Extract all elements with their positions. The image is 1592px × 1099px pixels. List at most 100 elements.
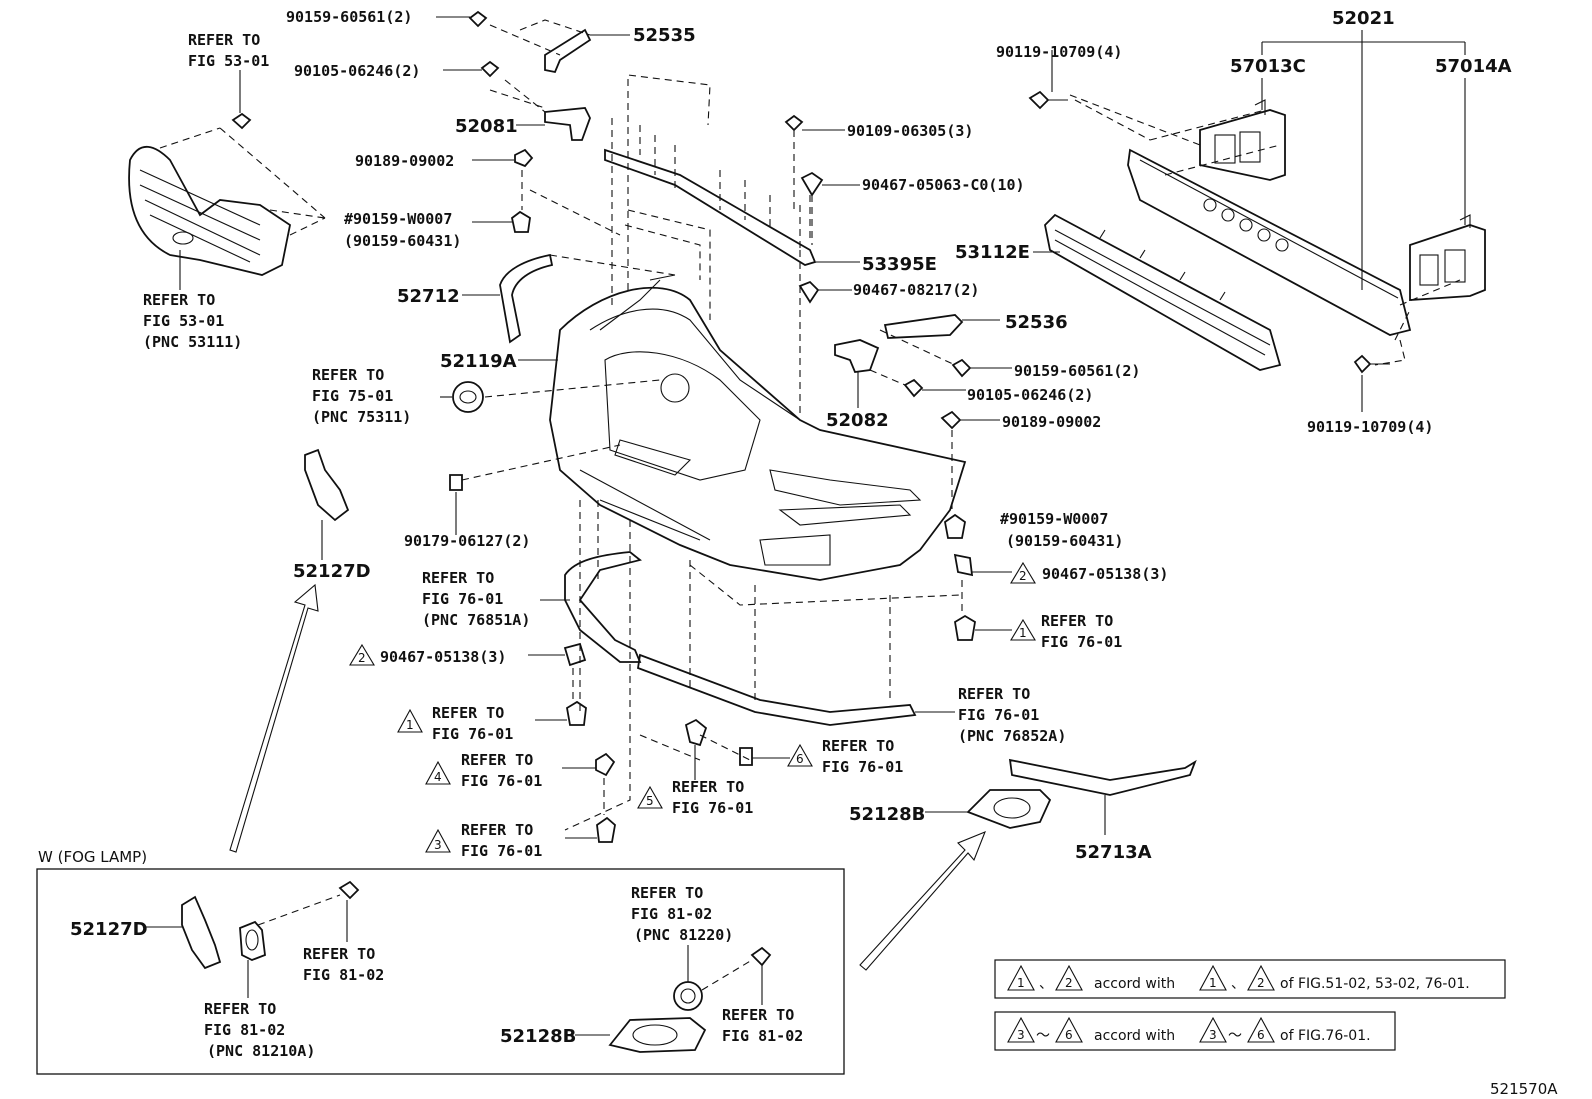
note2-sep2: 〜 — [1228, 1028, 1242, 1044]
bolt-icon — [784, 114, 804, 132]
ref-line: FIG 53-01 — [188, 52, 269, 70]
label-90105-06246-right: 90105-06246(2) — [967, 386, 1093, 404]
ref-tri3: REFER TO FIG 76-01 — [461, 821, 542, 860]
absorber-53112e — [1044, 213, 1282, 371]
nut-icon — [940, 410, 962, 430]
ref-line: REFER TO — [188, 31, 260, 49]
triangle-icon: 1 — [1199, 964, 1227, 991]
ref-grille-bottom: REFER TO FIG 53-01 (PNC 53111) — [143, 291, 242, 351]
label-90189-09002-right: 90189-09002 — [1002, 413, 1101, 431]
label-90105-06246-top: 90105-06246(2) — [294, 62, 420, 80]
clip-icon — [739, 747, 753, 766]
ref-spoiler-right: REFER TO FIG 76-01 (PNC 76852A) — [958, 685, 1066, 745]
ref-line: FIG 76-01 — [461, 842, 542, 860]
ref-line: (PNC 76852A) — [958, 727, 1066, 745]
fog-box-title: W (FOG LAMP) — [38, 848, 147, 866]
ref-tri4: REFER TO FIG 76-01 — [461, 751, 542, 790]
bolt-icon — [903, 378, 924, 398]
ref-line: REFER TO — [631, 884, 703, 902]
ref-line: REFER TO — [204, 1000, 276, 1018]
label-52535: 52535 — [633, 25, 696, 46]
ref-line: REFER TO — [822, 737, 894, 755]
triangle-icon: 1 — [1010, 618, 1036, 641]
ref-line: FIG 81-02 — [631, 905, 712, 923]
ref-line: REFER TO — [432, 704, 504, 722]
triangle-icon: 1 — [1007, 964, 1035, 991]
label-90119-10709-bottom: 90119-10709(4) — [1307, 418, 1433, 436]
clip-icon — [953, 553, 974, 577]
ref-tri6: REFER TO FIG 76-01 — [822, 737, 903, 776]
ref-line: REFER TO — [312, 366, 384, 384]
nut-icon — [514, 148, 534, 168]
note1-sep: 、 — [1039, 976, 1053, 992]
screw-icon — [338, 880, 360, 900]
ref-line: FIG 81-02 — [303, 966, 384, 984]
fog-cover-52127d-fog — [181, 895, 222, 970]
label-90179-06127: 90179-06127(2) — [404, 532, 530, 550]
clip-icon — [449, 474, 463, 491]
label-90159-60431-left: (90159-60431) — [344, 232, 461, 250]
bolt-icon — [566, 700, 587, 726]
label-90119-10709-top: 90119-10709(4) — [996, 43, 1122, 61]
note-tri-3a: 3 — [1017, 1028, 1025, 1042]
label-90159-60561-right: 90159-60561(2) — [1014, 362, 1140, 380]
label-90159-w0007-right: #90159-W0007 — [1000, 510, 1108, 528]
ref-line: REFER TO — [461, 751, 533, 769]
bolt-icon — [480, 60, 500, 78]
ref-line: (PNC 53111) — [143, 333, 242, 351]
bolt-icon — [596, 816, 616, 843]
note-tri-2b: 2 — [1257, 976, 1265, 990]
arrow-icon — [229, 583, 319, 853]
ref-fog-lamp-left: REFER TO FIG 81-02 (PNC 81210A) — [204, 1000, 315, 1060]
triangle-icon: 4 — [425, 760, 451, 785]
ref-line: FIG 76-01 — [432, 725, 513, 743]
screw-icon — [750, 946, 772, 967]
note2-text: accord with — [1094, 1028, 1175, 1044]
ref-line: FIG 76-01 — [822, 758, 903, 776]
ref-line: REFER TO — [143, 291, 215, 309]
tri-4: 4 — [434, 770, 442, 784]
triangle-icon: 6 — [1055, 1016, 1083, 1043]
label-52127d-fog: 52127D — [70, 919, 148, 940]
label-90109-06305: 90109-06305(3) — [847, 122, 973, 140]
note-tri-1b: 1 — [1209, 976, 1217, 990]
label-52127d: 52127D — [293, 561, 371, 582]
label-52021: 52021 — [1332, 8, 1395, 29]
ref-line: (PNC 75311) — [312, 408, 411, 426]
ref-line: FIG 76-01 — [672, 799, 753, 817]
ref-line: FIG 76-01 — [461, 772, 542, 790]
label-53395e: 53395E — [862, 254, 937, 275]
bolt-icon — [468, 10, 488, 28]
nut-icon — [595, 752, 616, 777]
label-90189-09002-left: 90189-09002 — [355, 152, 454, 170]
garnish-52712 — [499, 253, 554, 344]
triangle-icon: 6 — [1247, 1016, 1275, 1043]
footer-code: 521570A — [1490, 1080, 1558, 1098]
note-tri-1a: 1 — [1017, 976, 1025, 990]
grille-icon — [128, 145, 292, 276]
label-53112e: 53112E — [955, 242, 1030, 263]
note-box-1 — [994, 959, 1506, 999]
ref-tri5: REFER TO FIG 76-01 — [672, 778, 753, 817]
ref-line: REFER TO — [958, 685, 1030, 703]
note2-tail: of FIG.76-01. — [1280, 1028, 1371, 1044]
ref-line: FIG 76-01 — [1041, 633, 1122, 651]
label-90159-w0007-left: #90159-W0007 — [344, 210, 452, 228]
bumper-reinforcement-52021 — [1127, 148, 1412, 336]
note-tri-6b: 6 — [1257, 1028, 1265, 1042]
fog-lamp-icon — [673, 981, 703, 1011]
bolt-icon — [510, 210, 531, 233]
bracket-52535 — [544, 28, 592, 74]
label-52081: 52081 — [455, 116, 518, 137]
fog-cover-52128b — [966, 789, 1052, 829]
tri-l1: 1 — [406, 718, 414, 732]
ref-line: FIG 81-02 — [204, 1021, 285, 1039]
clip-icon — [563, 642, 587, 667]
label-57014a: 57014A — [1435, 56, 1512, 77]
triangle-icon: 2 — [1010, 561, 1036, 584]
note1-sep2: 、 — [1231, 976, 1245, 992]
bolt-icon — [944, 513, 966, 539]
label-52128b-fog: 52128B — [500, 1026, 576, 1047]
note-tri-3b: 3 — [1209, 1028, 1217, 1042]
